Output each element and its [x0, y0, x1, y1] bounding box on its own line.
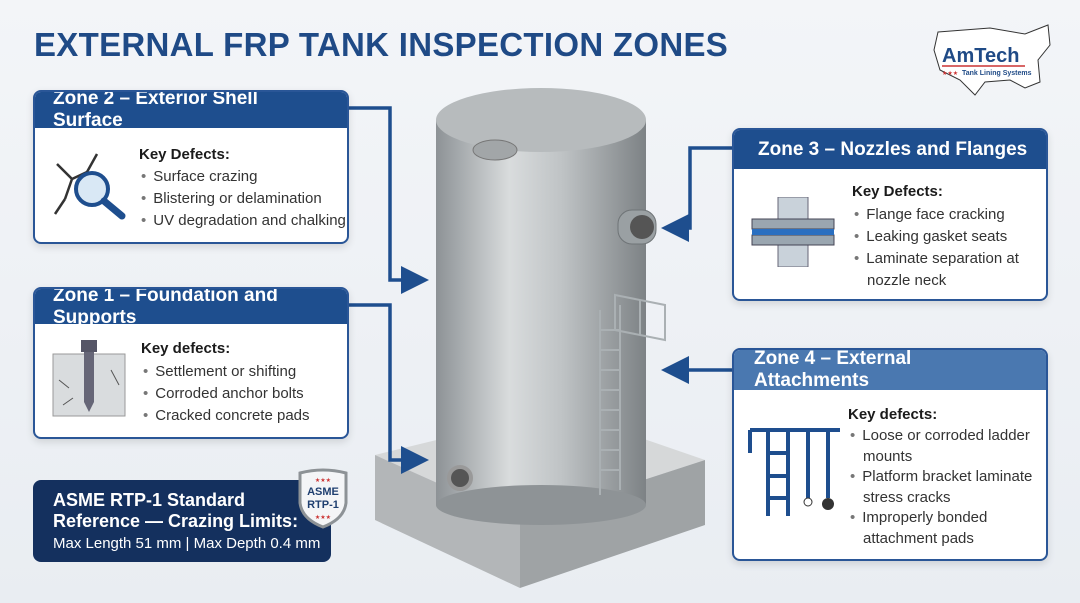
svg-text:Tank Lining Systems: Tank Lining Systems	[962, 70, 1032, 77]
manway-icon	[472, 139, 518, 161]
ladder	[599, 293, 666, 495]
page-title: EXTERNAL FRP TANK INSPECTION ZONES	[34, 26, 729, 63]
asme-line1: ASME RTP-1 Standard	[53, 490, 246, 510]
zone2-defects: Surface crazing Blistering or delaminati…	[141, 166, 346, 232]
nozzle	[630, 215, 654, 239]
defect-item: Flange face cracking	[854, 204, 1019, 226]
defect-item: Blistering or delamination	[141, 188, 346, 210]
svg-text:RTP-1: RTP-1	[307, 499, 339, 511]
zone1-defects: Settlement or shifting Corroded anchor b…	[143, 361, 310, 427]
defect-item: Cracked concrete pads	[143, 405, 309, 427]
zone1-key-label: Key defects:	[141, 340, 231, 357]
zone2-card: Zone 2 – Exterior Shell Surface Key Defe…	[33, 90, 349, 244]
tank-shell	[436, 120, 646, 505]
zone3-card: Zone 3 – Nozzles and Flanges Key Defects…	[732, 128, 1048, 301]
zone3-defects: Flange face cracking Leaking gasket seat…	[854, 204, 1019, 292]
zone4-key-label: Key defects:	[848, 406, 938, 423]
defect-item: Settlement or shifting	[143, 361, 310, 383]
svg-text:ASME: ASME	[307, 486, 339, 498]
zone3-title: Zone 3 – Nozzles and Flanges	[734, 130, 1046, 169]
asme-reference-box: ASME RTP-1 Standard Reference — Crazing …	[33, 480, 331, 562]
amtech-logo: AmTech ★★★ Tank Lining Systems	[933, 24, 1051, 96]
asme-line2: Reference — Crazing Limits:	[53, 511, 299, 531]
asme-shield-badge: ★★★ ASME RTP-1 ★★★	[298, 468, 348, 529]
defect-item: Corroded anchor bolts	[143, 383, 310, 405]
defect-item: UV degradation and chalking	[141, 210, 346, 232]
bottom-nozzle	[447, 465, 473, 491]
zone3-arrow	[661, 146, 732, 242]
svg-text:★★★: ★★★	[942, 70, 958, 77]
zone1-card: Zone 1 – Foundation and Supports Key def…	[33, 287, 349, 439]
zone4-card: Zone 4 – External Attachments Key defect…	[732, 348, 1048, 561]
zone4-title: Zone 4 – External Attachments	[734, 350, 1046, 391]
zone2-title: Zone 2 – Exterior Shell Surface	[35, 92, 347, 131]
svg-text:★★★: ★★★	[315, 514, 331, 521]
zone2-key-label: Key Defects:	[139, 146, 230, 163]
tank-top	[436, 88, 646, 152]
anchor-bolt-concrete-icon	[52, 340, 126, 417]
svg-text:★★★: ★★★	[315, 477, 331, 484]
zone1-arrow	[349, 303, 429, 474]
defect-item: Surface crazing	[141, 166, 346, 188]
flange-icon	[751, 197, 835, 267]
ladder-platform-icon	[748, 428, 840, 516]
defect-item: Leaking gasket seats	[854, 226, 1019, 248]
zone1-title: Zone 1 – Foundation and Supports	[35, 289, 347, 328]
cracked-surface-magnifier-icon	[53, 153, 126, 220]
asme-values: Max Length 51 mm | Max Depth 0.4 mm	[53, 535, 321, 552]
svg-text:AmTech: AmTech	[942, 45, 1019, 67]
zone2-arrow	[349, 106, 429, 294]
zone3-key-label: Key Defects:	[852, 183, 943, 200]
